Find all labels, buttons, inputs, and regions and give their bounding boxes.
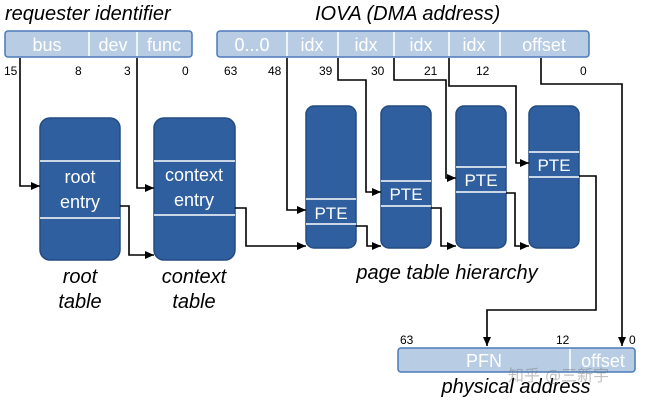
pte-label: PTE xyxy=(464,171,497,190)
dev-field: dev xyxy=(98,35,127,55)
watermark: 知乎 @三新宇 xyxy=(508,366,610,385)
context-table-caption: context xyxy=(162,266,228,288)
arrow-root-to-context xyxy=(120,205,154,259)
translation-arrows xyxy=(19,58,626,346)
bit-label: 0 xyxy=(629,333,636,347)
bit-label: 30 xyxy=(371,64,385,78)
context-entry-label: entry xyxy=(174,190,214,210)
func-field: func xyxy=(147,35,181,55)
iova-zero-field: 0...0 xyxy=(234,35,269,55)
iova-bit-labels: 63 48 39 30 21 12 0 xyxy=(224,64,587,78)
iova-idx-field: idx xyxy=(409,35,432,55)
page-table-hierarchy-caption: page table hierarchy xyxy=(355,262,538,284)
iova-bar: 0...0 idx idx idx idx offset xyxy=(216,30,590,58)
bit-label: 21 xyxy=(424,64,438,78)
bit-label: 12 xyxy=(556,333,570,347)
root-entry-label: root xyxy=(64,167,95,187)
bit-label: 8 xyxy=(75,64,82,78)
pte-label: PTE xyxy=(314,204,347,223)
bit-label: 3 xyxy=(124,64,131,78)
bit-label: 12 xyxy=(476,64,490,78)
bit-label: 63 xyxy=(400,333,414,347)
pte-label: PTE xyxy=(389,185,422,204)
arrow-context-to-pt4 xyxy=(235,207,306,250)
arrow-pte-to-pfn xyxy=(483,175,597,346)
page-table-level-1: PTE xyxy=(528,105,580,249)
requester-bit-labels: 15 8 3 0 xyxy=(4,64,189,78)
phys-offset-field: offset xyxy=(581,351,625,371)
arrow-idx-to-pte-1 xyxy=(448,58,529,167)
bit-label: 15 xyxy=(4,64,18,78)
bit-label: 0 xyxy=(580,64,587,78)
context-entry-label: context xyxy=(165,165,223,185)
arrow-idx-to-pte-3 xyxy=(337,58,381,196)
iova-idx-field: idx xyxy=(462,35,485,55)
arrow-devfunc-to-context xyxy=(136,58,154,192)
requester-id-bar: bus dev func xyxy=(4,30,193,58)
bit-label: 48 xyxy=(268,64,282,78)
physical-address-caption: physical address xyxy=(441,376,591,398)
arrow-idx-to-pte-2 xyxy=(393,58,456,182)
physical-address-bar: PFN offset xyxy=(397,347,636,373)
arrow-offset-to-phys-offset xyxy=(540,58,626,346)
root-table-caption: root xyxy=(63,266,99,288)
iova-title: IOVA (DMA address) xyxy=(315,3,500,25)
context-table: context entry xyxy=(153,117,236,261)
bit-label: 63 xyxy=(224,64,238,78)
pfn-field: PFN xyxy=(466,351,502,371)
requester-identifier-title: requester identifier xyxy=(5,3,172,25)
bus-field: bus xyxy=(32,35,61,55)
arrow-bus-to-root xyxy=(19,58,40,190)
page-table-level-4: PTE xyxy=(305,105,357,249)
arrow-pt2-to-pt1 xyxy=(506,192,529,250)
page-table-level-2: PTE xyxy=(455,105,507,249)
root-table-caption: table xyxy=(58,291,101,313)
arrow-pt4-to-pt3 xyxy=(356,225,381,250)
root-entry-label: entry xyxy=(60,192,100,212)
bit-label: 0 xyxy=(182,64,189,78)
arrow-idx-to-pte-4 xyxy=(286,58,306,214)
bit-label: 39 xyxy=(319,64,333,78)
iova-idx-field: idx xyxy=(300,35,323,55)
physical-bit-labels: 63 12 0 xyxy=(400,333,636,347)
page-table-level-3: PTE xyxy=(380,105,432,249)
iova-idx-field: idx xyxy=(354,35,377,55)
iova-offset-field: offset xyxy=(522,35,566,55)
arrow-pt3-to-pt2 xyxy=(431,207,456,250)
context-table-caption: table xyxy=(172,291,215,313)
root-table: root entry xyxy=(39,117,121,261)
pte-label: PTE xyxy=(537,156,570,175)
